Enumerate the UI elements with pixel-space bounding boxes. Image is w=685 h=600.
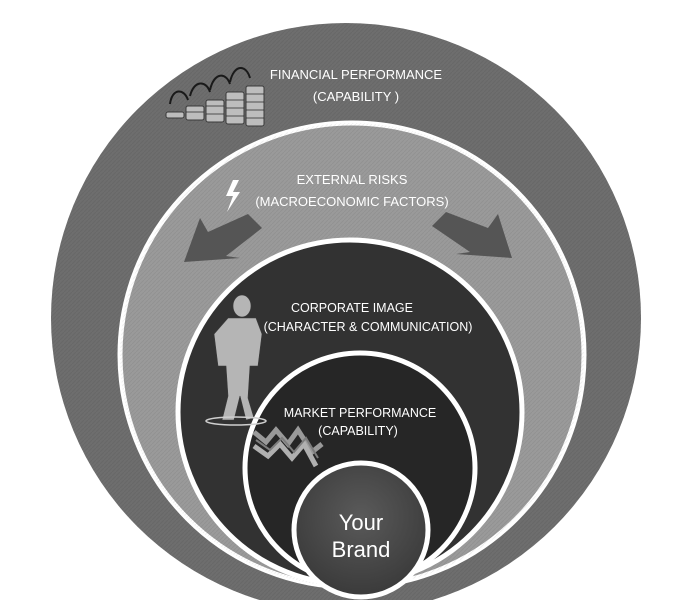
corporate-image-title: CORPORATE IMAGE xyxy=(291,301,413,315)
your-brand-circle xyxy=(291,460,431,600)
word-cloud-person-icon xyxy=(205,294,267,426)
coin-stacks-icon xyxy=(165,67,265,127)
corporate-image-subtitle: (CHARACTER & COMMUNICATION) xyxy=(264,320,473,334)
external-risks-subtitle: (MACROECONOMIC FACTORS) xyxy=(255,194,448,209)
lightning-icon xyxy=(226,180,240,212)
right-arrow-icon xyxy=(432,212,512,258)
external-risks-title: EXTERNAL RISKS xyxy=(297,172,408,187)
market-performance-title: MARKET PERFORMANCE xyxy=(284,406,437,420)
zigzag-chart-icon xyxy=(252,425,324,468)
left-arrow-icon xyxy=(184,214,262,262)
market-performance-subtitle: (CAPABILITY) xyxy=(318,424,398,438)
financial-performance-title: FINANCIAL PERFORMANCE xyxy=(270,67,442,82)
financial-performance-subtitle: (CAPABILITY ) xyxy=(313,89,399,104)
your-brand-line1: Your xyxy=(339,510,383,535)
your-brand-line2: Brand xyxy=(332,537,391,562)
